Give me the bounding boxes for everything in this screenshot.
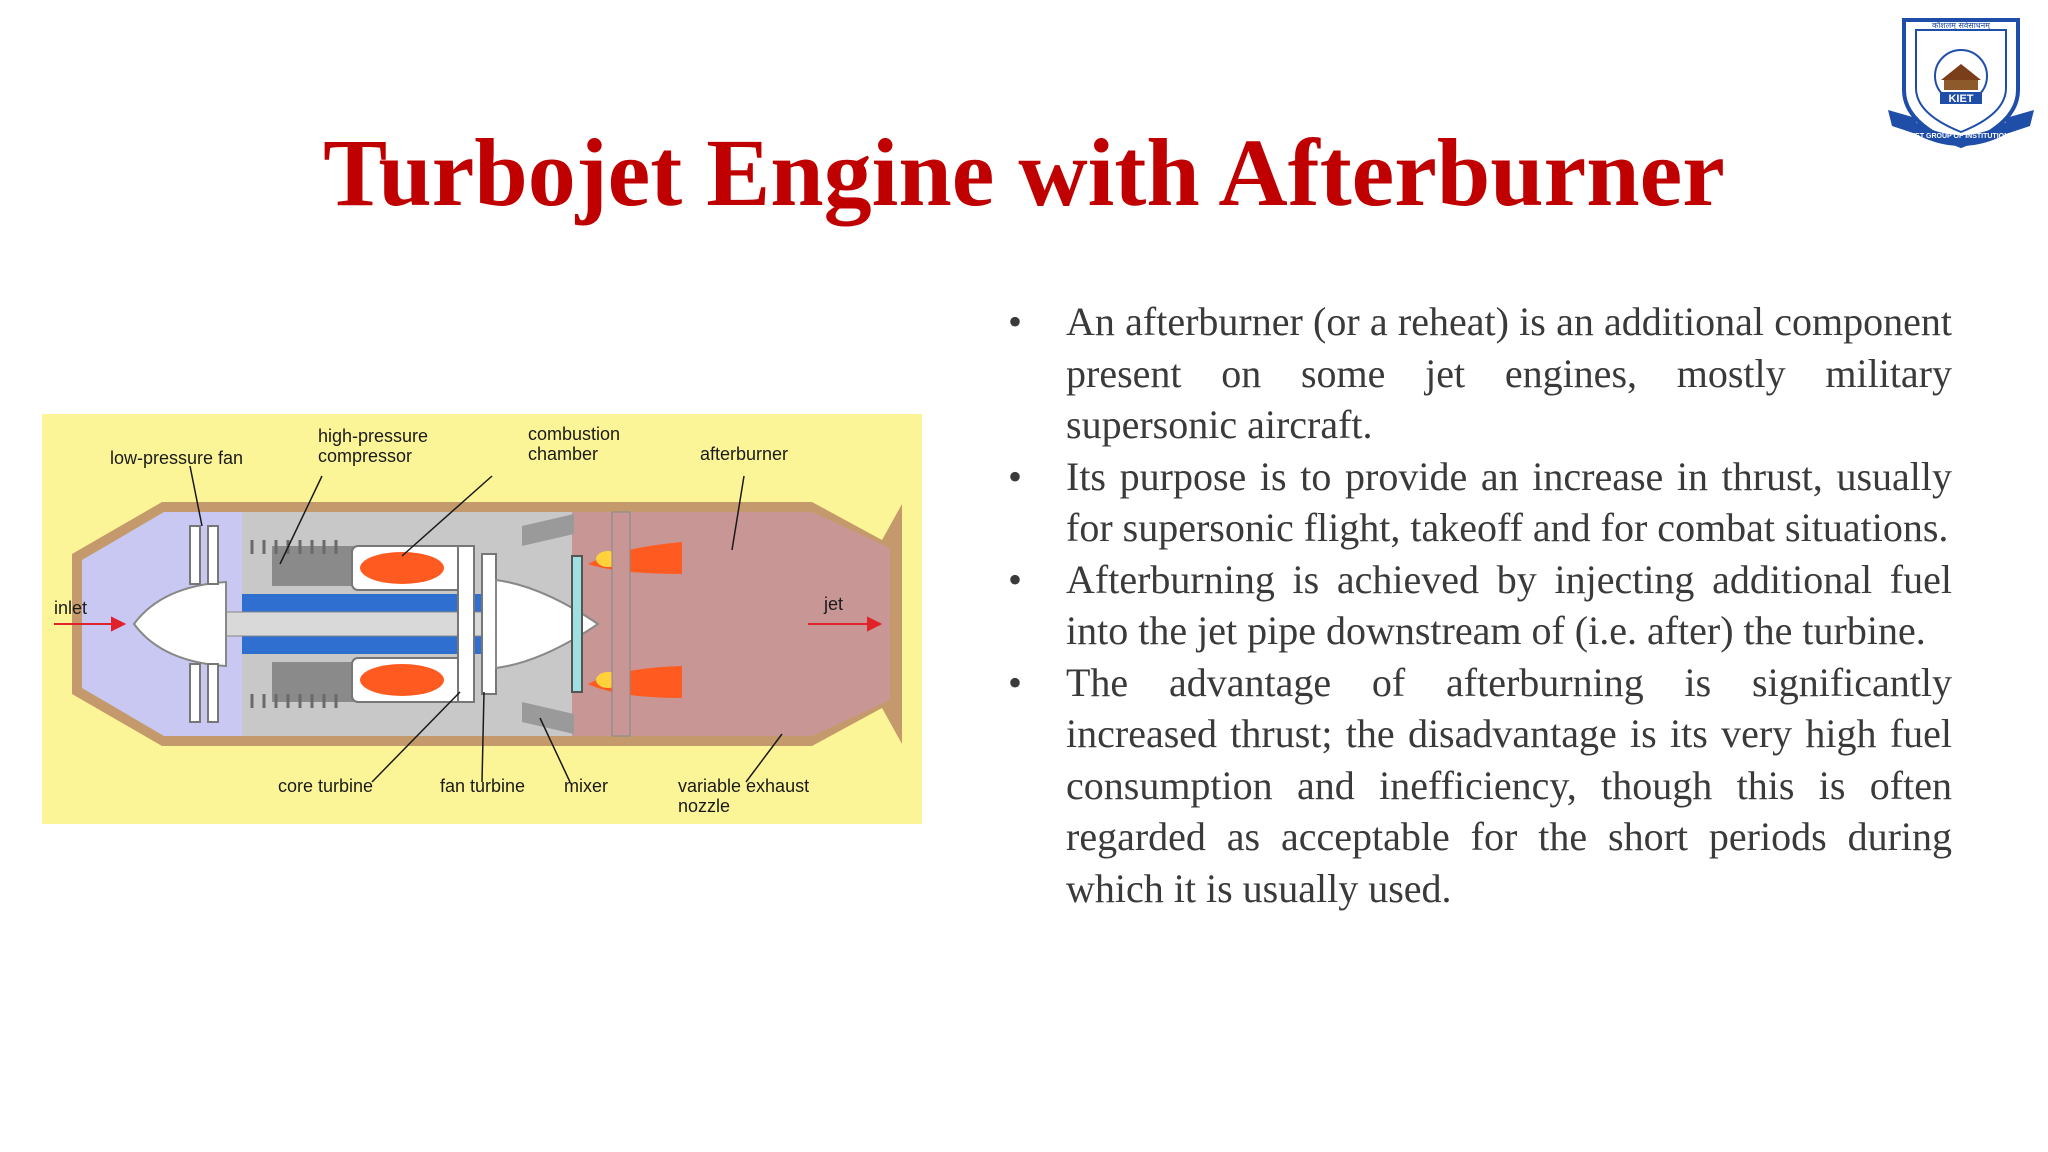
bullet-item: • Its purpose is to provide an increase … xyxy=(1000,451,1952,554)
logo-initials: KIET xyxy=(1948,93,1973,105)
mixer-plate-bottom xyxy=(522,702,574,734)
mixer-plate-top xyxy=(522,514,574,546)
bullet-marker: • xyxy=(1007,453,1022,499)
combustion-flame-top xyxy=(360,552,444,584)
bullet-marker: • xyxy=(1007,556,1022,602)
label-fan-turbine: fan turbine xyxy=(440,776,525,796)
slide-title: Turbojet Engine with Afterburner xyxy=(323,119,1725,226)
flame-holder-ring xyxy=(571,555,583,693)
inlet-arrow xyxy=(54,616,127,632)
bullet-text: Afterburning is achieved by injecting ad… xyxy=(1066,556,1952,654)
bullet-item: • Afterburning is achieved by injecting … xyxy=(1000,554,1952,657)
bullet-marker: • xyxy=(1007,659,1022,705)
label-high-pressure-compressor-line-2: compressor xyxy=(318,446,412,466)
combustion-flame-bottom xyxy=(360,664,444,696)
kiet-logo: KIET कौशलम् सर्वसाधनम् KIET GROUP OF INS… xyxy=(1886,14,2036,154)
turbojet-diagram: low-pressure fan high-pressure compresso… xyxy=(42,414,922,824)
leader-lines xyxy=(189,465,783,783)
low-pressure-fan-blades xyxy=(189,525,219,723)
label-inlet: inlet xyxy=(54,598,87,618)
compressor-blades-bottom xyxy=(250,694,338,708)
bullet-text: An afterburner (or a reheat) is an addit… xyxy=(1066,299,1952,447)
bullet-item: • An afterburner (or a reheat) is an add… xyxy=(1000,296,1952,451)
bullet-text: Its purpose is to provide an increase in… xyxy=(1066,453,1952,551)
logo-ring-text: KIET GROUP OF INSTITUTIONS xyxy=(1908,133,2014,140)
bullet-text: The advantage of afterburning is signifi… xyxy=(1066,659,1952,911)
label-variable-exhaust-nozzle-line-2: nozzle xyxy=(678,796,730,816)
label-high-pressure-compressor-line-1: high-pressure xyxy=(318,426,428,446)
core-turbine-disk xyxy=(457,545,475,703)
jet-arrow xyxy=(808,616,883,632)
label-variable-exhaust-nozzle-line-1: variable exhaust xyxy=(678,776,809,796)
label-combustion-chamber-line-1: combustion xyxy=(528,424,620,444)
bullet-list: • An afterburner (or a reheat) is an add… xyxy=(1000,296,1952,914)
label-mixer: mixer xyxy=(564,776,608,796)
bullet-marker: • xyxy=(1007,299,1022,344)
label-core-turbine: core turbine xyxy=(278,776,373,796)
nozzle-divider xyxy=(611,511,631,737)
tail-cone xyxy=(495,578,600,670)
logo-motto: कौशलम् सर्वसाधनम् xyxy=(1932,20,1992,31)
label-afterburner: afterburner xyxy=(700,444,788,464)
label-low-pressure-fan: low-pressure fan xyxy=(110,448,243,468)
inlet-spinner xyxy=(132,580,227,668)
fan-turbine-disk xyxy=(481,553,497,695)
label-combustion-chamber-line-2: chamber xyxy=(528,444,598,464)
label-jet: jet xyxy=(823,594,843,614)
bullet-item: • The advantage of afterburning is signi… xyxy=(1000,657,1952,915)
